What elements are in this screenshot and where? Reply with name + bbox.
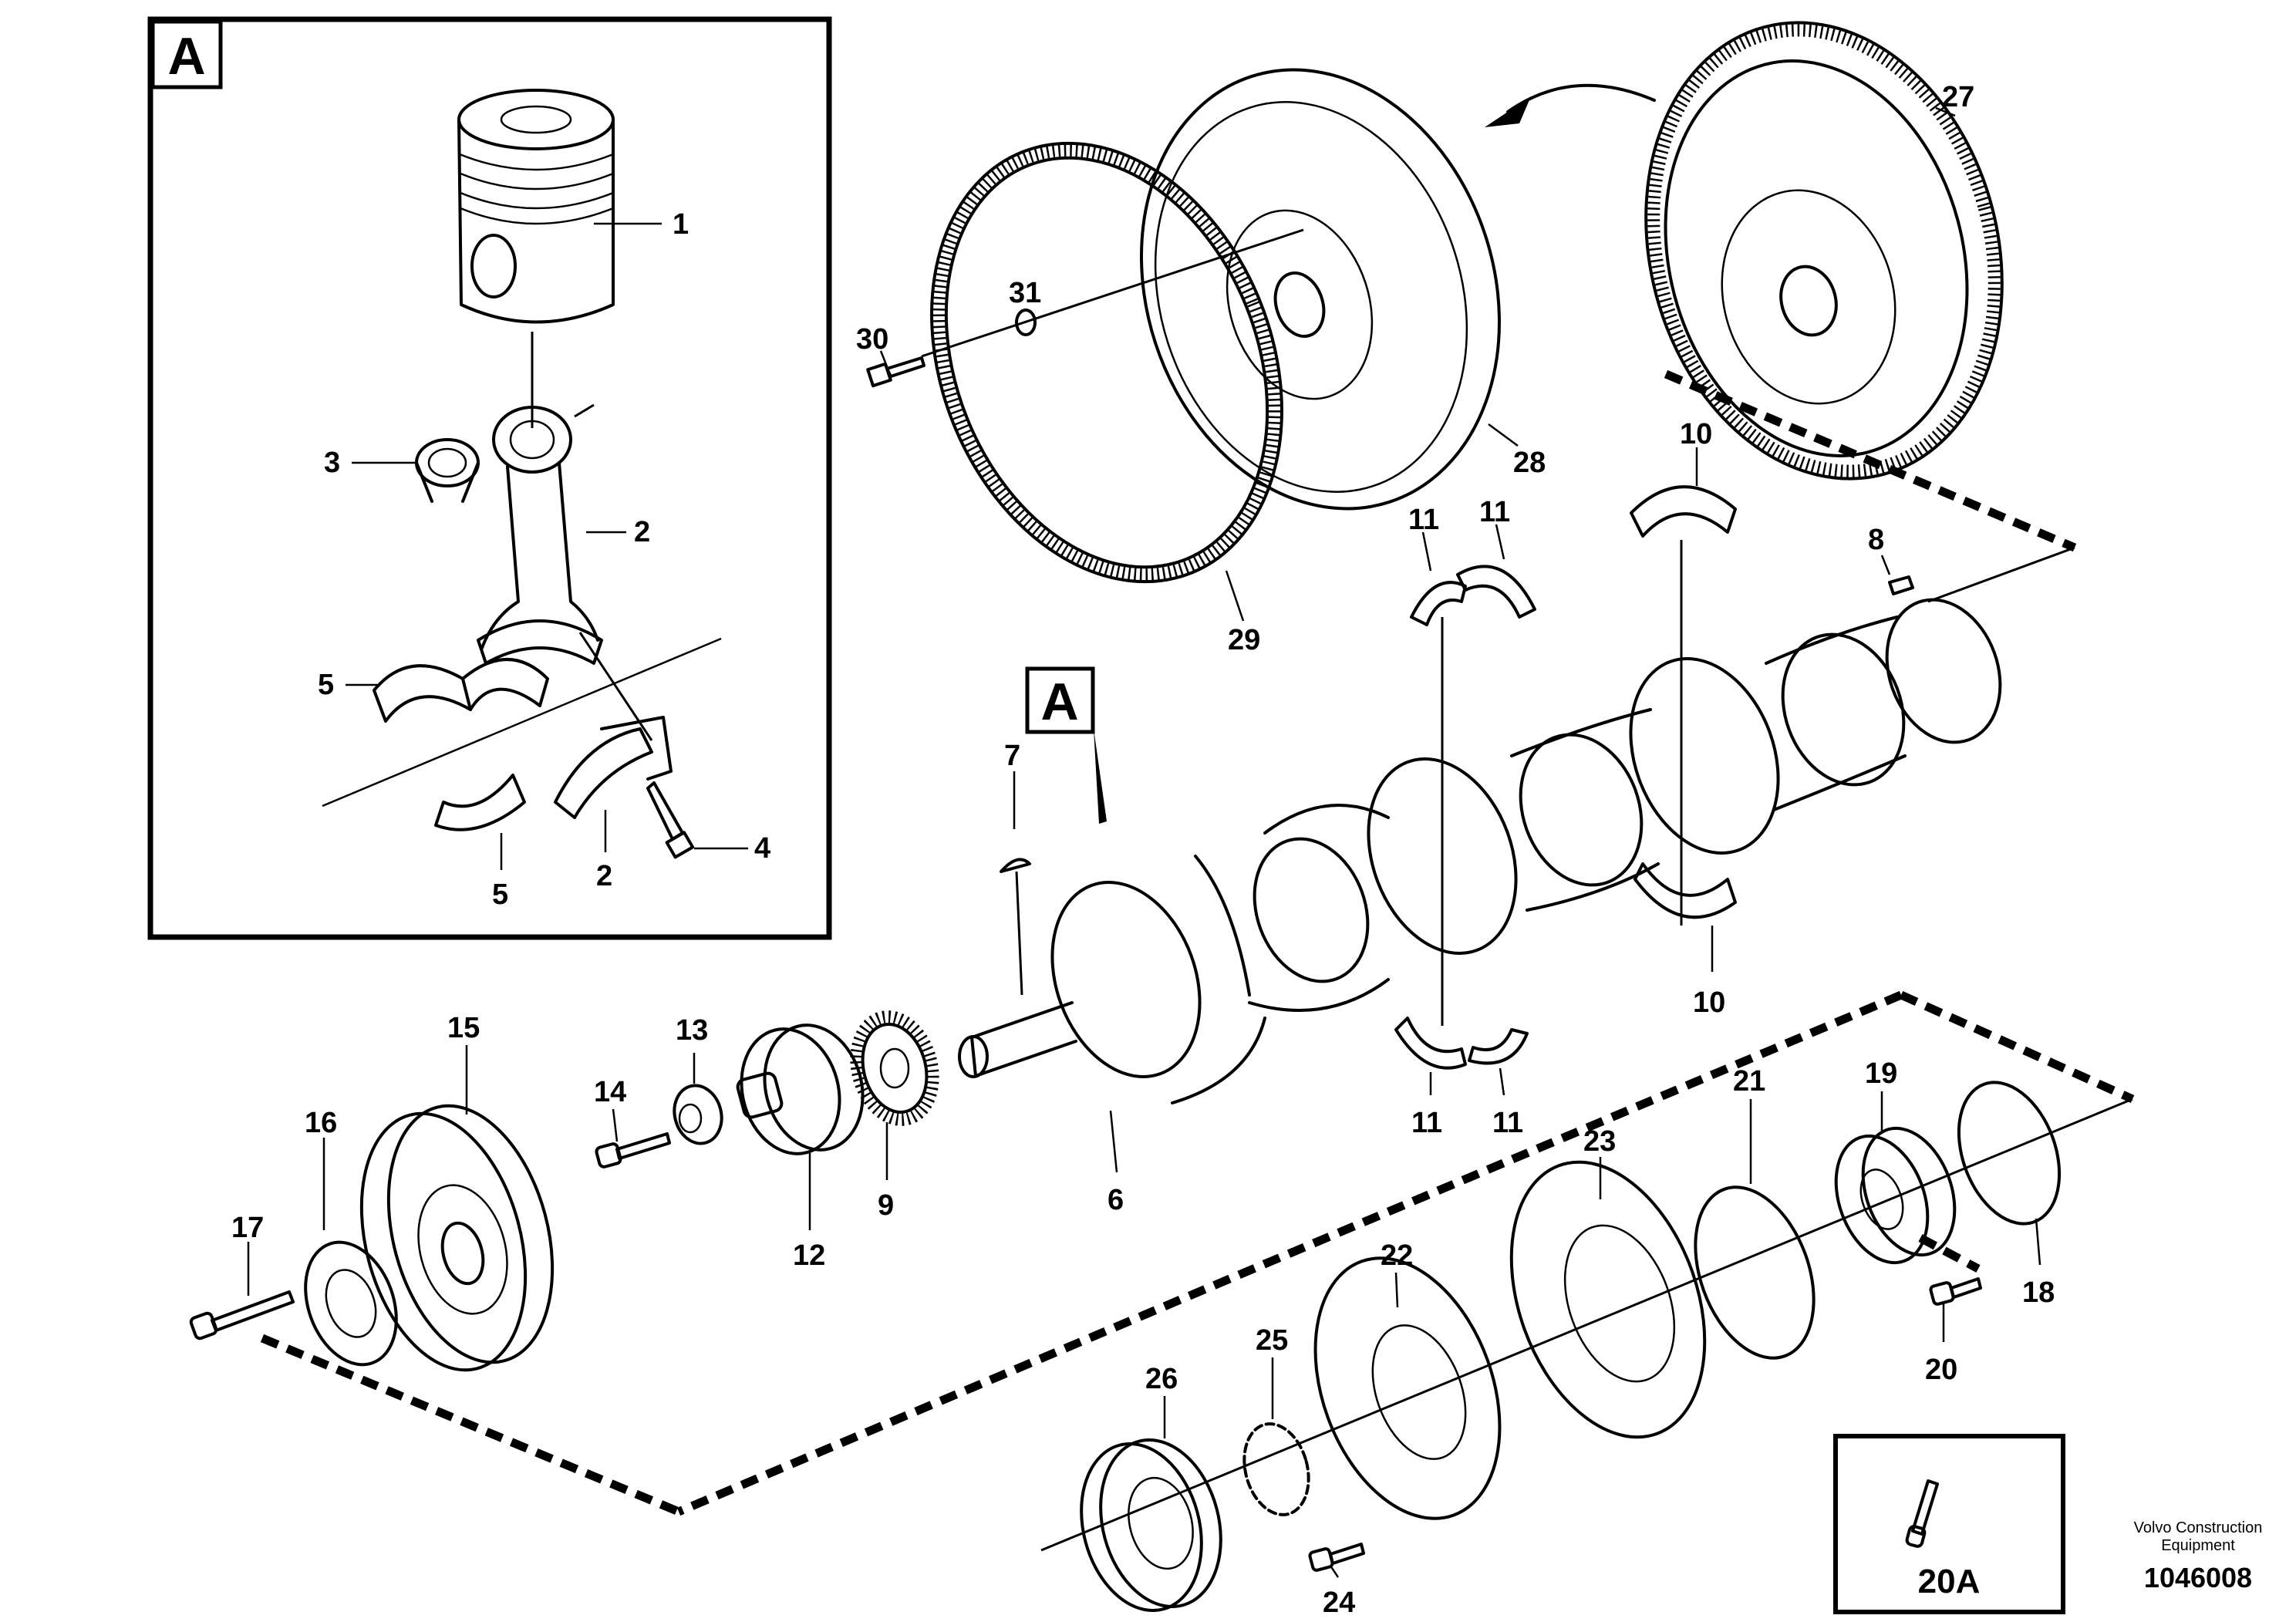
callout-22: 22	[1381, 1239, 1413, 1272]
assembly-link-rear	[1664, 369, 2077, 552]
screw-icon	[1905, 1479, 1939, 1548]
callout-21: 21	[1733, 1065, 1765, 1098]
washer	[673, 1084, 723, 1145]
crankshaft	[958, 598, 2002, 1104]
callout-11-a: 11	[1408, 504, 1439, 536]
callout-25: 25	[1256, 1324, 1288, 1357]
bearing-shell-upper	[373, 658, 549, 723]
callout-19: 19	[1865, 1057, 1897, 1090]
piston	[457, 89, 615, 428]
document-number: 1046008	[2144, 1562, 2252, 1593]
sealing-plate	[1509, 1160, 1707, 1439]
rear-screw	[1929, 1277, 1982, 1306]
callout-15: 15	[447, 1012, 480, 1044]
damper-plate	[304, 1240, 398, 1367]
crank-gear	[850, 1010, 939, 1126]
callout-24: 24	[1323, 1587, 1355, 1619]
callout-10-bottom: 10	[1693, 986, 1725, 1019]
rod-cap	[554, 716, 673, 819]
brand-line-1: Volvo Construction	[2134, 1519, 2263, 1536]
callout-11-c: 11	[1411, 1107, 1442, 1139]
assembly-link-front	[260, 990, 2135, 1516]
callout-11-b: 11	[1479, 496, 1510, 528]
woodruff-key	[1000, 858, 1031, 996]
brand-line-2: Equipment	[2161, 1537, 2235, 1554]
hub	[736, 1023, 865, 1155]
callout-11-d: 11	[1492, 1107, 1523, 1139]
callout-17: 17	[231, 1212, 264, 1244]
front-cover	[1313, 1256, 1502, 1520]
callout-1: 1	[673, 208, 689, 241]
pulley	[1080, 1438, 1222, 1613]
rod-bolt	[646, 781, 695, 859]
callout-23: 23	[1583, 1125, 1616, 1158]
callout-7: 7	[1004, 740, 1020, 772]
bearing-shell-lower	[434, 774, 526, 831]
callout-10-top: 10	[1680, 418, 1712, 450]
thrust-washer-top-left	[1410, 581, 1467, 626]
callout-29: 29	[1228, 624, 1260, 656]
callout-3: 3	[324, 447, 340, 479]
thrust-washer-bottom-left	[1394, 1017, 1467, 1070]
flywheel-alt	[1644, 21, 2004, 481]
flywheel	[1140, 68, 1501, 511]
thrust-washer-bottom-right	[1468, 1028, 1529, 1065]
callout-30: 30	[856, 323, 888, 356]
center-bolt	[595, 1132, 671, 1168]
main-bearing-top	[1630, 485, 1737, 538]
callout-6: 6	[1108, 1184, 1124, 1216]
detail-box-letter: A	[167, 27, 205, 86]
section-marker-a: A	[1025, 666, 1107, 824]
inset-label: 20A	[1918, 1563, 1981, 1600]
callout-18: 18	[2022, 1276, 2055, 1309]
section-marker-letter: A	[1040, 673, 1078, 731]
cover-screw	[1308, 1543, 1365, 1572]
assembly-link-screw	[1918, 1234, 1981, 1273]
bushing	[415, 438, 480, 503]
callout-5-upper: 5	[318, 669, 334, 701]
rear-seal-ring	[1957, 1081, 2062, 1226]
callout-2-cap: 2	[596, 860, 612, 892]
inset-20a: 20A	[1833, 1434, 2065, 1614]
vibration-damper	[359, 1104, 555, 1372]
callout-26: 26	[1145, 1363, 1178, 1395]
callout-28: 28	[1513, 447, 1546, 479]
flywheel-bolt	[866, 356, 925, 388]
swap-arrow-icon	[1485, 83, 1656, 127]
callout-2-rod: 2	[634, 516, 650, 548]
callout-5-lower: 5	[492, 878, 508, 911]
callout-14: 14	[594, 1076, 626, 1108]
ring-gear	[930, 141, 1283, 584]
callout-27: 27	[1942, 81, 1974, 113]
damper-bolt	[189, 1290, 295, 1340]
thrust-washer-top-right	[1456, 565, 1536, 619]
callout-13: 13	[676, 1014, 708, 1047]
dowel-pin	[1888, 575, 1914, 595]
detail-box-a: A 1 2 3	[147, 16, 832, 940]
callout-31: 31	[1009, 277, 1041, 309]
shim	[1242, 1422, 1310, 1516]
callout-16: 16	[305, 1107, 337, 1139]
callout-4: 4	[754, 832, 770, 865]
callout-20: 20	[1925, 1354, 1957, 1386]
callout-9: 9	[878, 1189, 894, 1222]
callout-12: 12	[793, 1239, 825, 1272]
main-bearing-bottom	[1633, 862, 1737, 919]
o-ring	[1694, 1185, 1816, 1360]
callout-8: 8	[1868, 524, 1884, 556]
rear-seal	[1834, 1126, 1957, 1265]
